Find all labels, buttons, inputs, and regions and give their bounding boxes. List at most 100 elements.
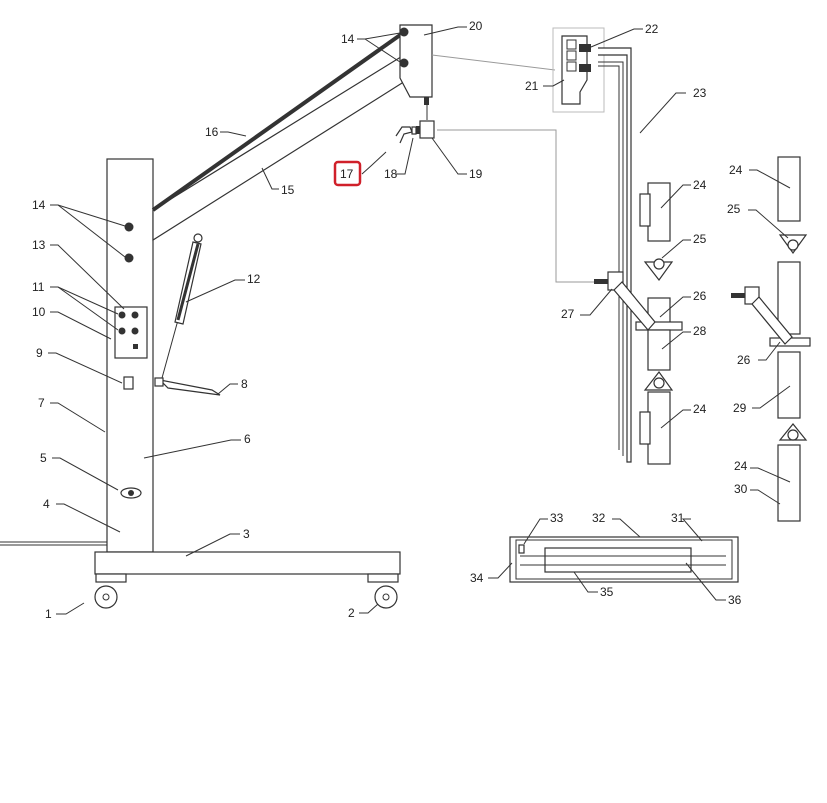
connector-25-right-core <box>787 239 799 251</box>
label-9: 9 <box>36 346 43 360</box>
label-27: 27 <box>561 307 575 321</box>
leader-14a-2 <box>57 204 126 258</box>
label-33: 33 <box>550 511 564 525</box>
leader-24a <box>660 184 691 209</box>
label-35: 35 <box>600 585 614 599</box>
part-labels: 1 2 3 4 5 6 7 8 9 10 11 12 13 14 14 15 1… <box>32 19 751 621</box>
leader-24c <box>660 409 691 429</box>
leader-4 <box>56 503 121 533</box>
cable-inner <box>598 61 624 456</box>
label-3: 3 <box>243 527 250 541</box>
arm-27 <box>613 281 656 331</box>
caster-wheel-right <box>374 585 398 609</box>
leader-20 <box>423 26 467 36</box>
label-18: 18 <box>384 167 398 181</box>
leader-22 <box>590 28 643 48</box>
leader-15 <box>261 167 279 190</box>
remote-assembly <box>552 27 632 463</box>
pad-30 <box>777 444 801 522</box>
leader-32 <box>612 518 641 538</box>
label-5: 5 <box>40 451 47 465</box>
label-6: 6 <box>244 432 251 446</box>
leader-25a <box>661 239 691 259</box>
arm-26-right <box>751 296 793 345</box>
pad-flap-lower <box>639 411 651 445</box>
leader-19 <box>431 137 467 175</box>
label-29: 29 <box>733 401 747 415</box>
hanger-pin <box>411 126 417 135</box>
pad-28 <box>647 329 671 371</box>
pad-24-lower <box>647 391 671 465</box>
lift-machine <box>0 158 401 609</box>
label-25-a: 25 <box>693 232 707 246</box>
label-20: 20 <box>469 19 483 33</box>
caster-mount-right <box>367 573 399 583</box>
cable-guide-lower <box>437 129 612 283</box>
label-15: 15 <box>281 183 295 197</box>
leader-30 <box>750 489 781 505</box>
callout-highlight-box <box>333 160 362 187</box>
panel-button-2 <box>131 311 139 319</box>
hanger-connector <box>424 97 429 105</box>
label-26-b: 26 <box>737 353 751 367</box>
label-24-a: 24 <box>693 178 707 192</box>
sight-gauge-center <box>128 490 134 496</box>
caster-hub-left <box>102 593 110 601</box>
leader-26b <box>758 341 781 361</box>
label-8: 8 <box>241 377 248 391</box>
leader-5 <box>52 457 119 491</box>
boom-arm <box>151 24 612 379</box>
remote-plug-2 <box>579 64 591 72</box>
panel-button-3 <box>118 327 126 335</box>
pad-24-upper <box>647 182 671 242</box>
leader-34 <box>488 562 513 579</box>
head-knob-upper <box>399 27 409 37</box>
leader-33 <box>523 518 548 545</box>
leader-26a <box>659 296 691 318</box>
cylinder-pivot <box>193 233 203 243</box>
leader-21 <box>543 79 565 87</box>
label-17: 17 <box>340 167 354 181</box>
cable-inner-2 <box>598 65 620 450</box>
leader-24b <box>749 169 791 189</box>
leader-24d <box>750 467 791 483</box>
bar-assembly <box>509 536 739 583</box>
label-22: 22 <box>645 22 659 36</box>
connector-lower-right-core <box>787 429 799 441</box>
boom <box>152 54 411 242</box>
caster-mount-left <box>95 573 127 583</box>
panel-button-1 <box>118 311 126 319</box>
leader-18 <box>396 137 414 175</box>
hook-key <box>395 126 413 144</box>
bar-clip-33 <box>518 544 525 554</box>
switch-box <box>123 376 134 390</box>
label-7: 7 <box>38 396 45 410</box>
remote-key-1 <box>566 39 577 50</box>
connector-lower-core <box>653 377 665 389</box>
label-11: 11 <box>32 280 45 294</box>
pedal-pivot <box>154 377 164 387</box>
label-1: 1 <box>45 607 52 621</box>
leader-13 <box>50 244 125 310</box>
tube-36 <box>544 547 692 573</box>
label-4: 4 <box>43 497 50 511</box>
label-14-head: 14 <box>341 32 355 46</box>
remote-body <box>561 35 588 105</box>
label-24-c: 24 <box>693 402 707 416</box>
leader-36 <box>685 562 726 601</box>
head-bracket <box>399 24 433 98</box>
hanger-block <box>419 120 435 139</box>
leader-10 <box>50 311 112 340</box>
knob-lower <box>124 253 134 263</box>
label-13: 13 <box>32 238 46 252</box>
label-2: 2 <box>348 606 355 620</box>
foot-pedal <box>158 379 221 396</box>
leader-23 <box>639 92 686 134</box>
label-34: 34 <box>470 571 484 585</box>
label-26-a: 26 <box>693 289 707 303</box>
leader-2 <box>359 603 379 614</box>
leader-11b <box>57 286 119 331</box>
leader-28 <box>661 331 691 350</box>
knob-upper <box>124 222 134 232</box>
